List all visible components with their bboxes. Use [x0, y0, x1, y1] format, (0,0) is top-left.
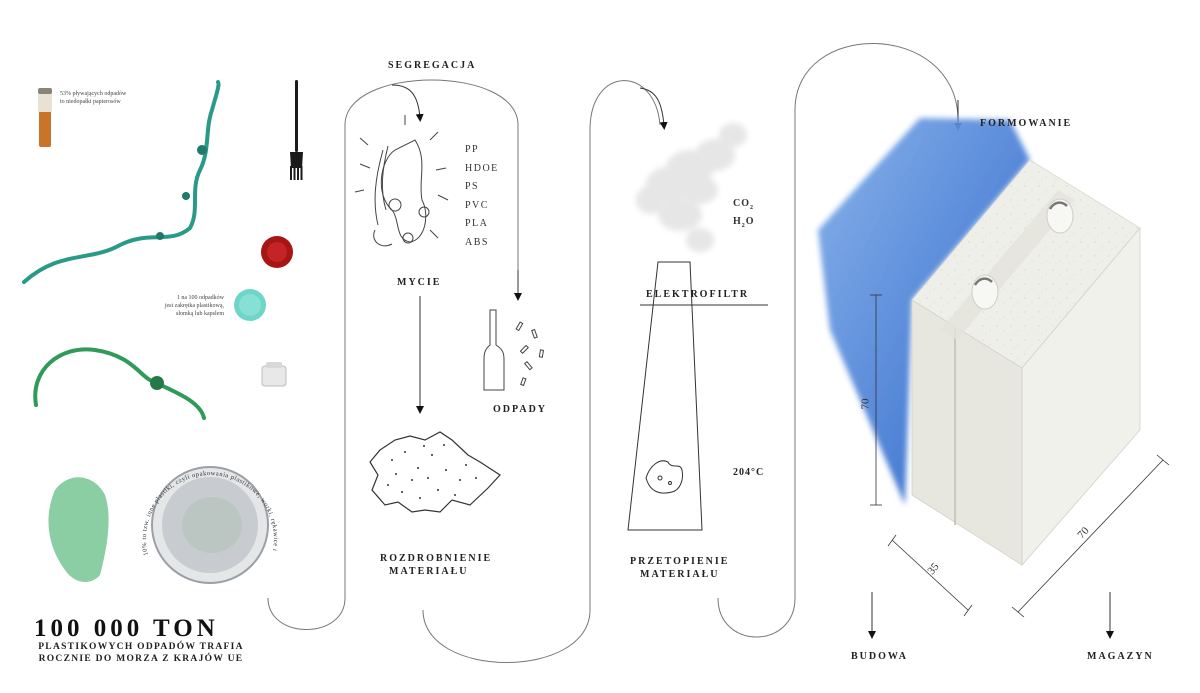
label-rozdrobnienie: ROZDROBNIENIE [380, 553, 493, 564]
green-rope-icon [33, 347, 206, 420]
headline: 100 000 TON [34, 615, 219, 642]
plastic-type-hdoe: HDOE [465, 162, 499, 174]
cigarette-butt-icon [38, 88, 52, 147]
red-cap-inner [267, 242, 287, 262]
label-odpady: ODPADY [493, 404, 548, 415]
teal-cap-inner [239, 294, 261, 316]
label-elektrofiltr: ELEKTROFILTR [646, 289, 750, 300]
label-formowanie: FORMOWANIE [980, 118, 1073, 129]
subtitle-line-2: ROCZNIE DO MORZA Z KRAJÓW UE [38, 654, 244, 664]
plastic-type-pvc: PVC [465, 199, 489, 211]
flow-line-3 [717, 43, 959, 638]
h2o-formula: H2O [733, 216, 755, 229]
caps-note-line-1: 1 na 100 odpadków [176, 295, 224, 301]
co2-formula: CO2 [733, 198, 754, 211]
flow-line [267, 79, 519, 630]
block-shadow [818, 118, 1030, 505]
caps-note: 1 na 100 odpadków jest zakrętka plastiko… [148, 294, 224, 318]
cigarette-note-line-2: to niedopałki papierosów [60, 99, 121, 105]
fork-icon [290, 80, 303, 180]
label-mycie: MYCIE [397, 277, 442, 288]
plastic-type-pp: PP [465, 144, 480, 155]
label-magazyn: MAGAZYN [1087, 651, 1154, 662]
green-rope-knot [150, 376, 164, 390]
subtitle-line-1: PLASTIKOWYCH ODPADÓW TRAFIA [38, 642, 244, 652]
smoke-cloud [636, 123, 747, 252]
flow-line-2 [422, 80, 661, 663]
label-materialu-1: MATERIAŁU [389, 566, 469, 577]
label-temperature: 204°C [733, 467, 765, 478]
concrete-block [911, 159, 1141, 567]
gas-formulas: CO2 H2O [733, 197, 755, 233]
shredded-material-icon [369, 431, 501, 513]
caps-note-line-2: jest zakrętka plastikową, [164, 303, 224, 309]
dimension-lines [870, 294, 1170, 618]
headline-subtitle: PLASTIKOWYCH ODPADÓW TRAFIA ROCZNIE DO M… [30, 641, 252, 665]
cigarette-note-line-1: 53% pływających odpadów [60, 91, 127, 97]
label-materialu-2: MATERIAŁU [640, 569, 720, 580]
white-cap-icon [261, 362, 287, 387]
cigarette-note: 53% pływających odpadów to niedopałki pa… [60, 90, 126, 106]
rope-icon [22, 80, 221, 284]
plastic-types-list: PP HDOE PS PVC PLA ABS [465, 141, 499, 252]
caps-note-line-3: słomką lub kapslem [176, 311, 224, 317]
plastic-type-ps: PS [465, 181, 480, 192]
rope-knots [156, 145, 207, 240]
label-przetopienie: PRZETOPIENIE [630, 556, 730, 567]
label-segregacja: SEGREGACJA [388, 60, 477, 71]
plastic-bag-icon [48, 477, 109, 582]
waste-bottle-icon [483, 309, 545, 391]
plastic-type-abs: ABS [465, 236, 489, 248]
plastic-type-pla: PLA [465, 218, 489, 229]
arrow-elektro [639, 87, 668, 130]
plate-plastic [182, 497, 242, 553]
arrow-segregacja [391, 84, 424, 122]
chimney-icon [627, 261, 768, 531]
label-budowa: BUDOWA [851, 651, 909, 662]
washing-icon [354, 115, 449, 247]
dimension-height: 70 [859, 398, 872, 410]
